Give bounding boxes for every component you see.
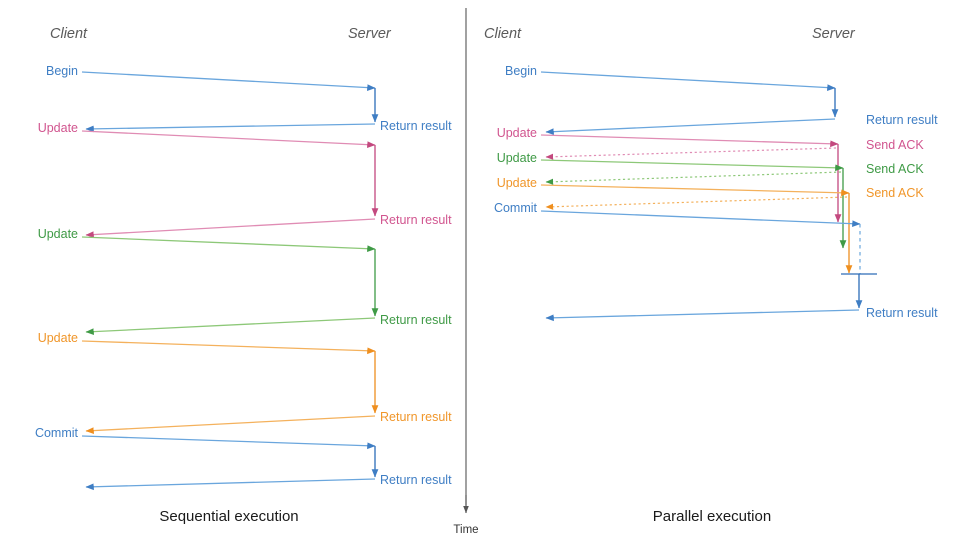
client-message-label-update-2-parallel: Update [497,151,537,165]
server-message-label-return-2-sequential: Return result [380,213,452,227]
message-update-1-sequential [81,130,379,238]
client-message-label-update-3-parallel: Update [497,176,537,190]
actor-server-label-parallel: Server [812,26,856,42]
client-message-label-update-3-sequential: Update [38,331,78,345]
message-update-1-parallel [540,134,842,223]
client-message-label-update-2-sequential: Update [38,227,78,241]
client-message-label-update-1-parallel: Update [497,126,537,140]
server-message-label-ack-1-parallel: Send ACK [866,138,924,152]
actor-server-label-sequential: Server [348,26,392,42]
server-message-label-return-2-parallel: Return result [866,306,938,320]
time-axis-label: Time [453,524,478,536]
message-update-2-sequential [81,236,379,335]
client-message-label-begin-sequential: Begin [46,64,78,78]
message-commit-parallel [540,210,877,322]
server-message-label-return-1-sequential: Return result [380,119,452,133]
message-begin-sequential [81,71,379,133]
server-message-label-ack-2-parallel: Send ACK [866,162,924,176]
client-message-label-begin-parallel: Begin [505,64,537,78]
message-update-2-parallel [540,159,847,249]
caption-parallel: Parallel execution [653,508,771,525]
client-message-label-commit-parallel: Commit [494,201,538,215]
message-update-3-parallel [540,184,853,274]
client-message-label-update-1-sequential: Update [38,121,78,135]
message-commit-sequential [81,435,379,491]
client-message-label-commit-sequential: Commit [35,426,79,440]
server-message-label-return-5-sequential: Return result [380,473,452,487]
server-message-label-ack-3-parallel: Send ACK [866,186,924,200]
panel-parallel: Client Server [484,26,938,525]
actor-client-label-parallel: Client [484,26,522,42]
message-begin-parallel [540,71,839,136]
actor-client-label-sequential: Client [50,26,88,42]
server-message-label-return-1-parallel: Return result [866,113,938,127]
message-update-3-sequential [81,340,379,434]
server-message-label-return-4-sequential: Return result [380,410,452,424]
server-message-label-return-3-sequential: Return result [380,313,452,327]
panel-sequential: Client Server [35,26,452,525]
caption-sequential: Sequential execution [159,508,298,525]
